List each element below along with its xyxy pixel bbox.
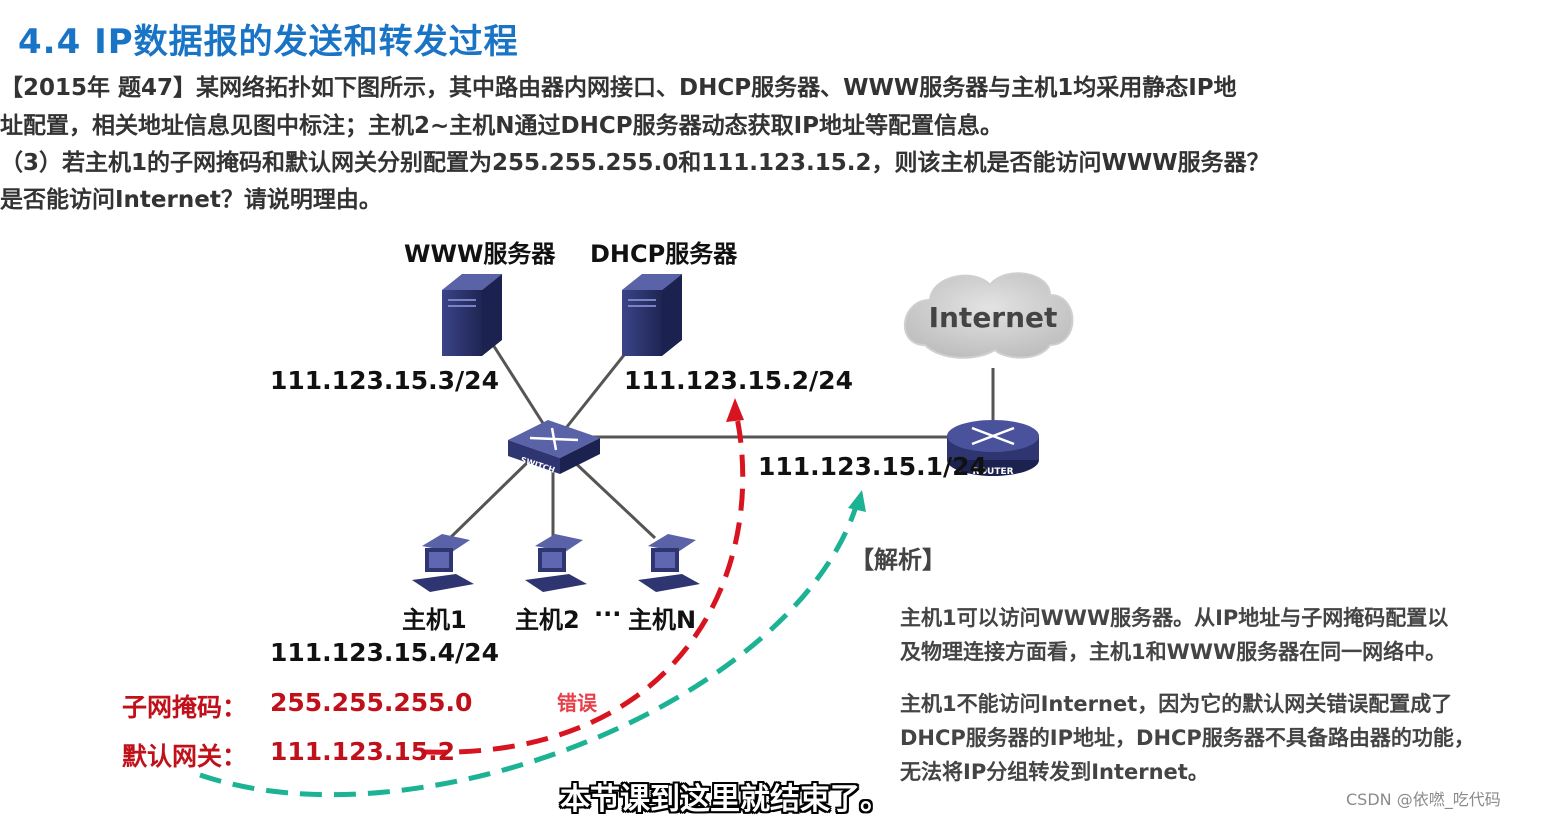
host2-icon bbox=[525, 534, 587, 592]
analysis-p2-line2: DHCP服务器的IP地址，DHCP服务器不具备路由器的功能， bbox=[900, 726, 1475, 750]
error-arrow bbox=[424, 398, 746, 755]
hosts-ellipsis: ··· bbox=[594, 600, 622, 628]
analysis-heading: 【解析】 bbox=[850, 546, 946, 574]
question-line-2: 址配置，相关地址信息见图中标注；主机2~主机N通过DHCP服务器动态获取IP地址… bbox=[0, 113, 1004, 139]
router-label: ROUTER bbox=[972, 467, 1013, 477]
internet-cloud-icon: Internet bbox=[903, 272, 1074, 359]
subnet-mask-value: 255.255.255.0 bbox=[270, 688, 473, 717]
dhcp-server-icon bbox=[622, 274, 682, 356]
www-server-ip: 111.123.15.3/24 bbox=[270, 366, 499, 395]
question-line-3: （3）若主机1的子网掩码和默认网关分别配置为255.255.255.0和111.… bbox=[0, 150, 1270, 176]
www-server-icon bbox=[442, 274, 502, 356]
question-line-1: 【2015年 题47】某网络拓扑如下图所示，其中路由器内网接口、DHCP服务器、… bbox=[0, 75, 1237, 101]
host1-label: 主机1 bbox=[402, 606, 467, 634]
internet-label: Internet bbox=[929, 301, 1058, 334]
dhcp-server-ip: 111.123.15.2/24 bbox=[624, 366, 853, 395]
correct-arrow bbox=[199, 490, 866, 798]
www-server-label: WWW服务器 bbox=[404, 240, 556, 268]
default-gateway-label: 默认网关： bbox=[122, 742, 248, 771]
host1-icon bbox=[412, 534, 474, 592]
dhcp-server-label: DHCP服务器 bbox=[590, 240, 738, 268]
csdn-watermark: CSDN @依嘫_吃代码 bbox=[1346, 790, 1501, 809]
question-line-4: 是否能访问Internet？请说明理由。 bbox=[0, 187, 382, 213]
subnet-mask-label: 子网掩码： bbox=[122, 693, 248, 722]
page-title: 4.4 IP数据报的发送和转发过程 bbox=[18, 22, 519, 62]
video-subtitle: 本节课到这里就结束了。 bbox=[560, 782, 890, 817]
host1-ip: 111.123.15.4/24 bbox=[270, 638, 499, 667]
router-ip: 111.123.15.1/24 bbox=[758, 452, 987, 481]
router-icon: ROUTER bbox=[947, 420, 1039, 477]
analysis-p2-line3: 无法将IP分组转发到Internet。 bbox=[900, 760, 1209, 784]
hostN-icon bbox=[638, 534, 700, 592]
analysis-p2-line1: 主机1不能访问Internet，因为它的默认网关错误配置成了 bbox=[900, 692, 1453, 716]
hostN-label: 主机N bbox=[628, 606, 697, 634]
switch-icon: SWITCH bbox=[508, 420, 600, 475]
analysis-p1-line1: 主机1可以访问WWW服务器。从IP地址与子网掩码配置以 bbox=[900, 606, 1449, 630]
default-gateway-value: 111.123.15.2 bbox=[270, 737, 456, 766]
analysis-p1-line2: 及物理连接方面看，主机1和WWW服务器在同一网络中。 bbox=[900, 640, 1447, 664]
host2-label: 主机2 bbox=[515, 606, 580, 634]
error-tag: 错误 bbox=[557, 691, 597, 715]
